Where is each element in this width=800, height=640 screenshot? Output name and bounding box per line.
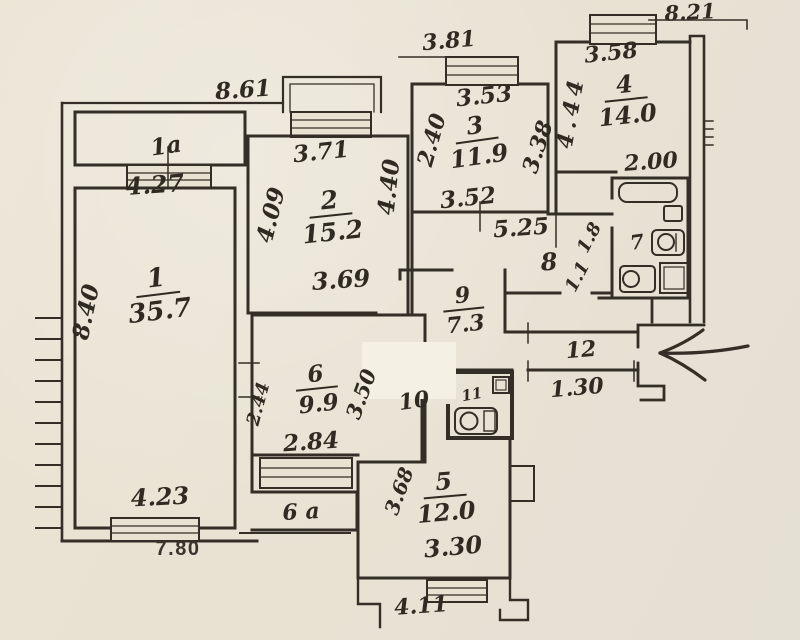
entrance-door-wall bbox=[636, 296, 706, 402]
dim-corridor-8: 5.25 bbox=[492, 212, 550, 244]
walls-room-2 bbox=[246, 134, 410, 315]
washing-machine-icon bbox=[659, 262, 689, 294]
facade-hatch-ticks bbox=[35, 317, 62, 529]
room-9-label: 9 7.3 bbox=[440, 282, 487, 340]
bathtub-icon bbox=[618, 182, 678, 203]
room-6-area: 9.9 bbox=[297, 388, 340, 420]
room-1-area: 35.7 bbox=[126, 292, 194, 331]
room-6a-number: 6 a bbox=[281, 498, 321, 526]
dim-room-6-bottom: 2.84 bbox=[282, 426, 340, 458]
room-9-area: 7.3 bbox=[445, 309, 486, 340]
room-10-number: 10 bbox=[397, 385, 431, 417]
room-4-label: 4 14.0 bbox=[594, 69, 659, 133]
dim-outer-top-left: 8.61 bbox=[214, 74, 272, 106]
scan-erasure-patch bbox=[362, 342, 456, 399]
balcony-door-room-2 bbox=[290, 111, 372, 138]
room-8-number: 8 bbox=[539, 246, 559, 277]
dimension-ticks-1-30 bbox=[527, 322, 635, 382]
room-2-number: 2 bbox=[306, 185, 353, 219]
dim-outer-bottom-center: 4.11 bbox=[393, 591, 449, 621]
dim-room-2-bottom: 3.69 bbox=[310, 262, 372, 297]
door-room-5 bbox=[511, 465, 535, 502]
room-1-label: 1 35.7 bbox=[123, 262, 194, 331]
dim-room-5-bottom: 3.30 bbox=[422, 529, 484, 564]
walls-room-6a bbox=[239, 457, 359, 534]
dimension-ticks-5-25 bbox=[479, 201, 557, 248]
dimension-ticks-2-44 bbox=[238, 362, 260, 398]
walls-bathroom-7 bbox=[597, 176, 690, 300]
toilet-icon bbox=[619, 265, 656, 293]
walls-room-1 bbox=[73, 186, 237, 542]
entrance-arrow-icon bbox=[658, 328, 750, 382]
room-6-label: 6 9.9 bbox=[293, 360, 340, 420]
room-3-label: 3 11.9 bbox=[444, 110, 510, 175]
dim-room-2-right: 4.40 bbox=[372, 157, 406, 217]
dim-room-3-bottom: 3.52 bbox=[438, 181, 498, 215]
room-2-label: 2 15.2 bbox=[298, 184, 365, 250]
toilet-icon bbox=[454, 407, 498, 435]
window-room-1 bbox=[110, 517, 200, 542]
bathroom-fixtures bbox=[618, 182, 689, 294]
sink-icon bbox=[492, 376, 510, 394]
room-12-number: 12 bbox=[564, 335, 598, 365]
room-4-area: 14.0 bbox=[596, 97, 659, 133]
dim-outer-room-3-top: 3.81 bbox=[421, 25, 477, 57]
toilet-icon bbox=[651, 229, 685, 256]
window-room-3 bbox=[445, 56, 519, 86]
window-room-5 bbox=[426, 579, 488, 603]
balcony-room-2 bbox=[281, 75, 383, 138]
dim-outer-top-right: 8.21 bbox=[663, 0, 717, 26]
room-1a-number: 1a bbox=[148, 130, 184, 162]
walls-room-4 bbox=[554, 14, 748, 324]
sink-icon bbox=[663, 205, 683, 222]
room-5-area: 12.0 bbox=[415, 494, 477, 529]
walls-room-5 bbox=[356, 396, 535, 629]
room-5-label: 5 12.0 bbox=[413, 466, 477, 529]
dim-bathroom-width: 2.00 bbox=[623, 147, 679, 177]
outer-wall-right bbox=[688, 34, 706, 324]
walls-room-3 bbox=[398, 56, 550, 214]
walls-room-6 bbox=[238, 313, 427, 494]
walls-corridor-8 bbox=[398, 201, 614, 334]
dim-room-3-top: 3.53 bbox=[454, 79, 514, 113]
dim-room-1-bottom: 4.23 bbox=[130, 480, 190, 513]
room-4-number: 4 bbox=[601, 69, 648, 103]
dim-room-1-top: 4.27 bbox=[124, 167, 186, 202]
room-2-area: 15.2 bbox=[300, 214, 365, 250]
room-11-number: 11 bbox=[460, 383, 484, 406]
dim-room-4-top: 3.58 bbox=[582, 37, 640, 69]
wall-hatch-right bbox=[703, 120, 714, 146]
dim-hall-12: 1.30 bbox=[549, 372, 605, 404]
room-7-number: 7 bbox=[628, 229, 646, 255]
walls-wc-11 bbox=[427, 370, 514, 440]
window-room-6a bbox=[259, 457, 353, 489]
dim-room-2-top: 3.71 bbox=[291, 135, 351, 169]
dim-outer-bottom-left: 7.80 bbox=[155, 538, 201, 560]
window-room-4 bbox=[589, 14, 657, 45]
room-5-number: 5 bbox=[421, 466, 467, 500]
